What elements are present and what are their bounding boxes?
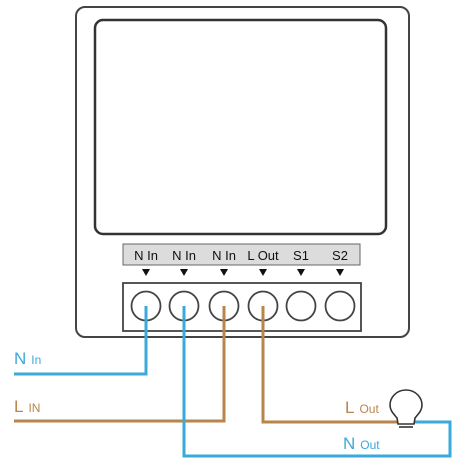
wire-n-out — [182, 306, 452, 458]
screw-terminal-5 — [285, 290, 317, 322]
terminal-label-3: N In — [212, 248, 236, 263]
arrow-down-icon — [220, 269, 228, 276]
screw-terminal-6 — [324, 290, 356, 322]
arrow-down-icon — [259, 269, 267, 276]
terminal-arrows — [142, 269, 344, 276]
terminal-label-5: S1 — [293, 248, 309, 263]
terminal-block — [122, 282, 362, 332]
wire-n-in — [14, 306, 148, 376]
arrow-down-icon — [336, 269, 344, 276]
terminal-label-4: L Out — [247, 248, 279, 263]
terminal-label-strip — [122, 243, 361, 266]
terminal-label-6: S2 — [332, 248, 348, 263]
arrow-down-icon — [142, 269, 150, 276]
terminal-label-2: N In — [172, 248, 196, 263]
device-display — [93, 18, 388, 236]
arrow-down-icon — [180, 269, 188, 276]
lightbulb-icon — [389, 389, 423, 428]
wire-l-out — [261, 306, 402, 424]
wire-l-in — [14, 306, 226, 423]
arrow-down-icon — [297, 269, 305, 276]
terminal-label-1: N In — [134, 248, 158, 263]
